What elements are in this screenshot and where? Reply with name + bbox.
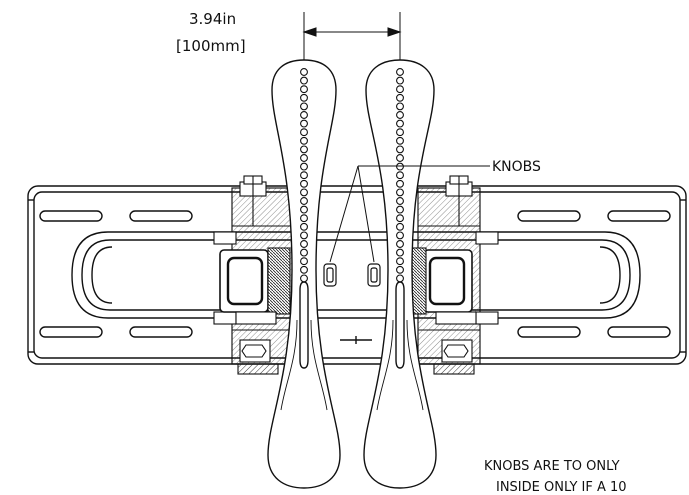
adjustment-hole bbox=[396, 248, 404, 257]
knobs-label: KNOBS bbox=[492, 159, 541, 175]
mounting-slot bbox=[129, 326, 193, 338]
adjustment-hole bbox=[300, 93, 308, 102]
adjustment-hole bbox=[300, 111, 308, 119]
adjustment-hole bbox=[396, 162, 404, 171]
adjustment-hole bbox=[300, 76, 308, 85]
left-arm bbox=[267, 59, 341, 489]
adjustment-hole bbox=[396, 128, 404, 137]
adjustment-hole bbox=[396, 188, 404, 197]
adjustment-hole bbox=[300, 68, 308, 76]
adjustment-hole bbox=[396, 171, 404, 180]
adjustment-hole bbox=[300, 197, 308, 205]
mounting-slot bbox=[129, 210, 193, 222]
adjustment-hole bbox=[396, 205, 404, 214]
mounting-slot bbox=[607, 210, 671, 222]
knobs-leader bbox=[329, 165, 490, 263]
adjustment-hole bbox=[300, 171, 308, 180]
adjustment-hole bbox=[396, 102, 404, 111]
adjustment-hole bbox=[300, 128, 308, 137]
knob-right bbox=[367, 263, 381, 287]
adjustment-hole bbox=[396, 179, 404, 188]
adjustment-hole bbox=[396, 119, 404, 128]
adjustment-hole bbox=[300, 214, 308, 223]
adjustment-hole bbox=[300, 240, 308, 248]
mounting-slot bbox=[517, 326, 581, 338]
right-arm bbox=[363, 59, 437, 489]
mounting-slot bbox=[517, 210, 581, 222]
dimension-imperial: 3.94in bbox=[189, 10, 236, 28]
dimension-lines bbox=[302, 12, 402, 60]
adjustment-hole bbox=[396, 197, 404, 205]
adjustment-hole bbox=[396, 231, 404, 240]
knob-left bbox=[323, 263, 337, 287]
adjustment-hole bbox=[300, 85, 308, 94]
note-line-1: KNOBS ARE TO ONLY bbox=[484, 459, 620, 474]
adjustment-hole bbox=[300, 136, 308, 145]
note-line-2: INSIDE ONLY IF A 10 bbox=[496, 480, 627, 495]
adjustment-hole bbox=[300, 248, 308, 257]
mounting-slot bbox=[39, 210, 103, 222]
adjustment-hole bbox=[396, 240, 404, 248]
adjustment-hole bbox=[396, 265, 404, 274]
adjustment-hole bbox=[300, 188, 308, 197]
right-carriage bbox=[403, 175, 499, 375]
adjustment-hole bbox=[396, 68, 404, 76]
adjustment-hole bbox=[300, 265, 308, 274]
adjustment-hole bbox=[300, 179, 308, 188]
adjustment-hole bbox=[396, 222, 404, 231]
wall-plate bbox=[27, 185, 687, 365]
adjustment-hole bbox=[300, 274, 308, 283]
adjustment-hole bbox=[300, 154, 308, 162]
mounting-slot bbox=[607, 326, 671, 338]
adjustment-hole bbox=[300, 162, 308, 171]
adjustment-hole bbox=[300, 102, 308, 111]
left-arm-holes bbox=[300, 68, 308, 283]
adjustment-hole bbox=[396, 93, 404, 102]
adjustment-hole bbox=[396, 257, 404, 266]
adjustment-hole bbox=[300, 205, 308, 214]
dimension-metric: [100mm] bbox=[176, 37, 246, 55]
adjustment-hole bbox=[396, 145, 404, 154]
adjustment-hole bbox=[300, 222, 308, 231]
adjustment-hole bbox=[396, 136, 404, 145]
adjustment-hole bbox=[396, 85, 404, 94]
adjustment-hole bbox=[396, 111, 404, 119]
adjustment-hole bbox=[396, 154, 404, 162]
adjustment-hole bbox=[396, 76, 404, 85]
adjustment-hole bbox=[300, 119, 308, 128]
mounting-slot bbox=[39, 326, 103, 338]
adjustment-hole bbox=[396, 214, 404, 223]
adjustment-hole bbox=[300, 257, 308, 266]
adjustment-hole bbox=[396, 274, 404, 283]
adjustment-hole bbox=[300, 145, 308, 154]
adjustment-hole bbox=[300, 231, 308, 240]
right-arm-holes bbox=[396, 68, 404, 283]
